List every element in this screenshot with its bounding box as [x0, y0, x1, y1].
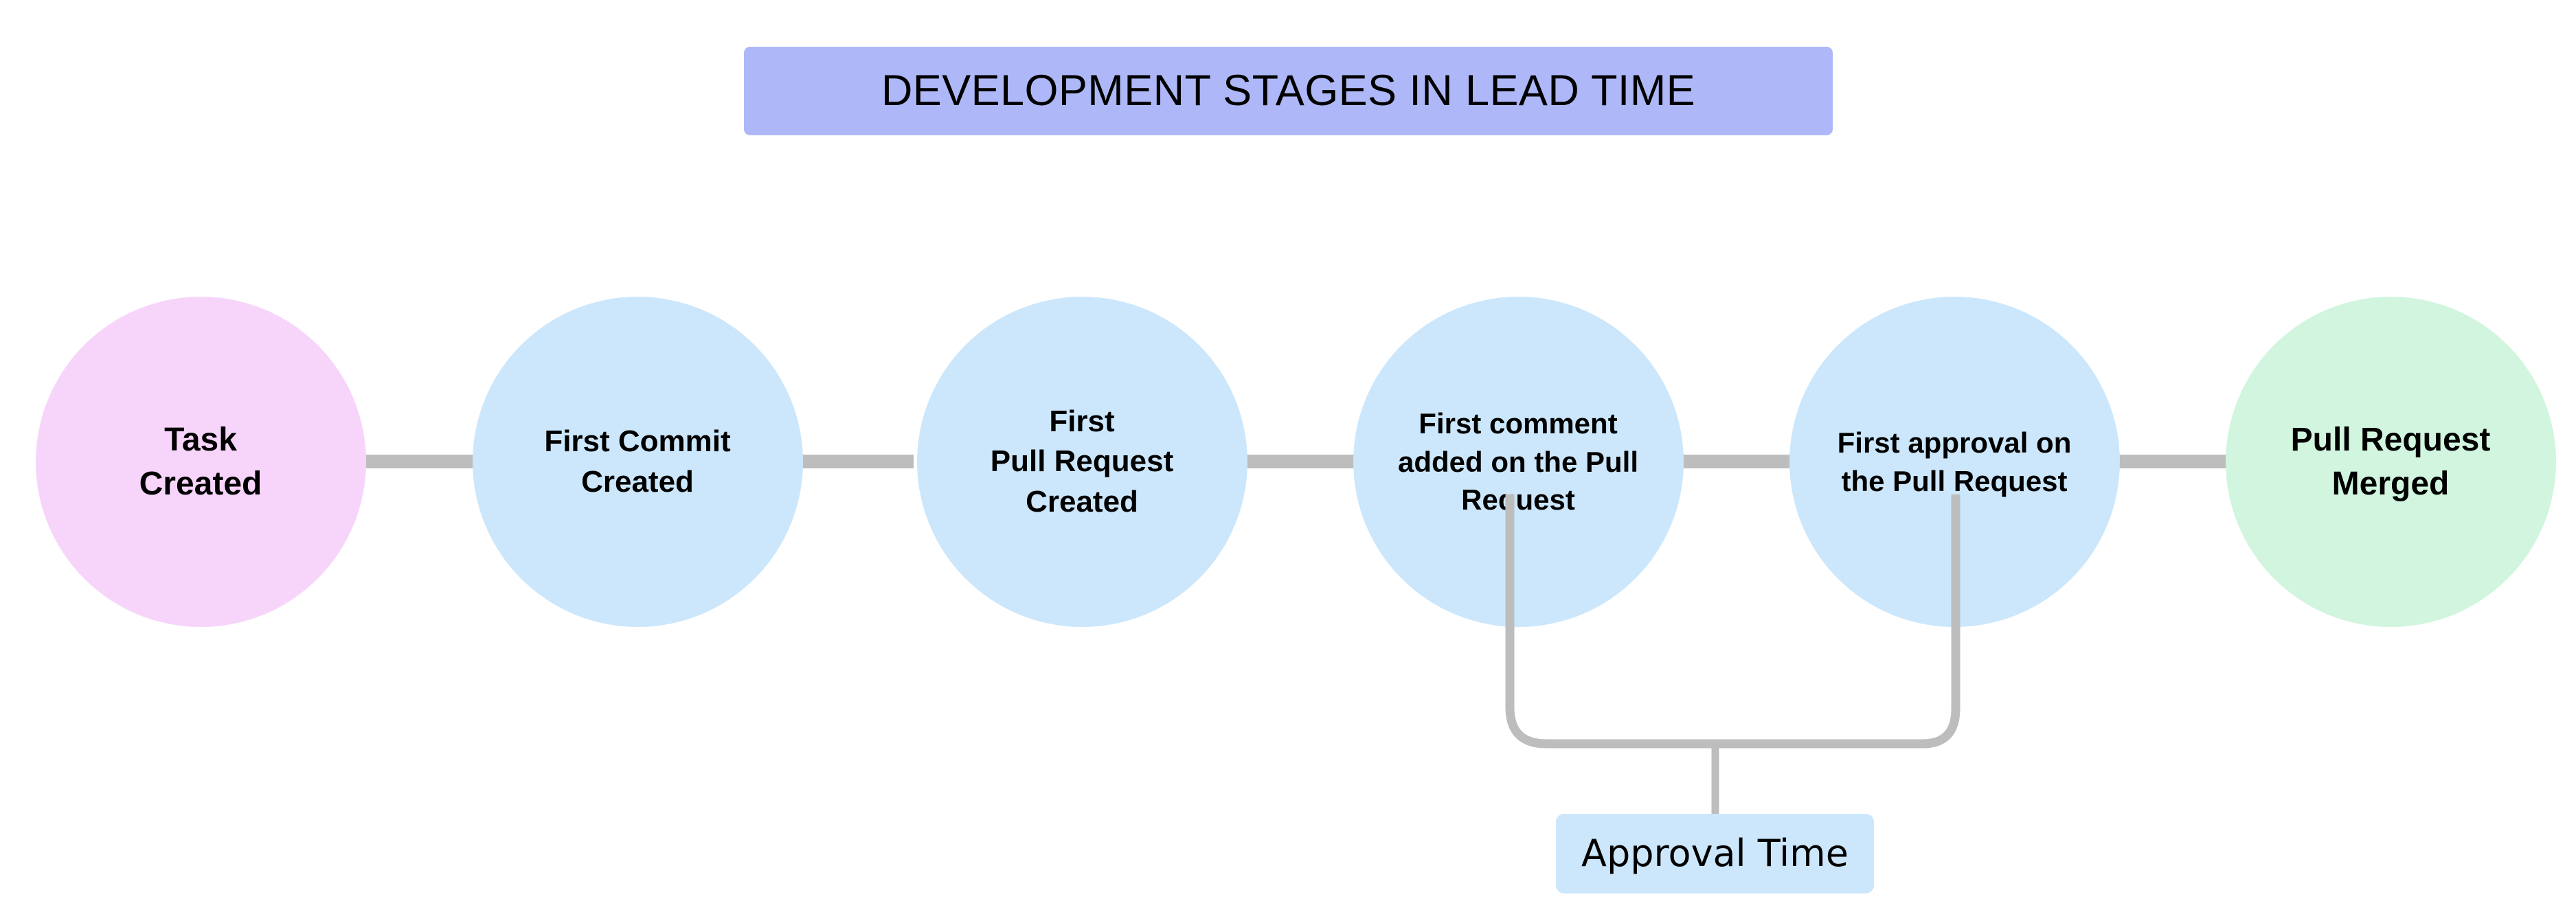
stage-node-first-comment-on-pull-request[interactable]: First comment added on the Pull Request: [1353, 297, 1684, 627]
connector-comment-to-approval: [1680, 455, 1791, 468]
stage-node-first-pull-request-created[interactable]: First Pull Request Created: [916, 297, 1247, 627]
connector-commit-to-pr: [800, 455, 914, 468]
stage-label: Task Created: [139, 422, 262, 502]
stage-node-first-commit-created[interactable]: First Commit Created: [472, 297, 803, 627]
diagram-title-banner: DEVELOPMENT STAGES IN LEAD TIME: [744, 47, 1833, 135]
approval-time-badge[interactable]: Approval Time: [1556, 814, 1874, 893]
stage-label: First comment added on the Pull Request: [1397, 407, 1638, 516]
page-title: DEVELOPMENT STAGES IN LEAD TIME: [881, 67, 1696, 115]
stage-node-first-approval-on-pull-request[interactable]: First approval on the Pull Request: [1789, 297, 2120, 627]
stage-label: First Commit Created: [544, 424, 731, 499]
stage-label: Pull Request Merged: [2290, 422, 2491, 502]
connector-pr-to-comment: [1243, 455, 1355, 468]
connector-approval-to-merged: [2117, 455, 2228, 468]
stage-label: First Pull Request Created: [990, 404, 1174, 519]
stage-node-pull-request-merged[interactable]: Pull Request Merged: [2225, 297, 2556, 627]
approval-time-label: Approval Time: [1581, 832, 1849, 875]
connector-task-to-commit: [363, 455, 476, 468]
stage-label: First approval on the Pull Request: [1837, 426, 2072, 497]
stage-node-task-created[interactable]: Task Created: [35, 297, 366, 627]
